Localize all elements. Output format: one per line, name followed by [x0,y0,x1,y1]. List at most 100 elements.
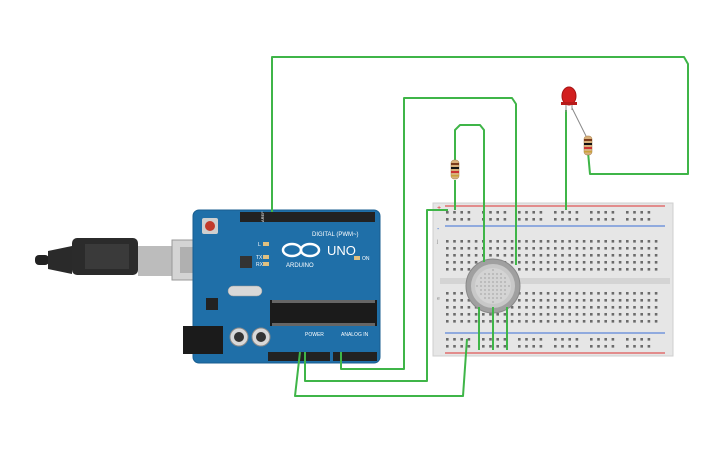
breadboard-hole[interactable] [618,313,622,316]
breadboard-hole[interactable] [647,292,651,295]
breadboard-hole[interactable] [626,254,629,257]
breadboard-hole[interactable] [582,320,586,323]
breadboard-hole[interactable] [496,240,499,243]
breadboard-hole[interactable] [525,320,528,323]
breadboard-hole[interactable] [453,306,456,309]
breadboard-hole[interactable] [568,299,571,302]
breadboard-hole[interactable] [446,320,449,323]
breadboard-hole[interactable] [496,338,499,341]
breadboard-hole[interactable] [582,261,586,264]
breadboard-hole[interactable] [597,338,600,341]
wires[interactable] [271,56,689,397]
breadboard-hole[interactable] [590,345,593,348]
breadboard-hole[interactable] [489,345,492,348]
breadboard-hole[interactable] [460,292,463,295]
breadboard-hole[interactable] [532,292,535,295]
breadboard-hole[interactable] [654,240,658,243]
breadboard-hole[interactable] [518,247,521,250]
breadboard-hole[interactable] [604,240,607,243]
breadboard-hole[interactable] [446,313,449,316]
breadboard-hole[interactable] [446,218,449,221]
breadboard-hole[interactable] [539,268,543,271]
breadboard-hole[interactable] [518,211,521,214]
breadboard-hole[interactable] [568,240,571,243]
breadboard-hole[interactable] [647,320,651,323]
breadboard-hole[interactable] [647,345,651,348]
breadboard-hole[interactable] [460,261,463,264]
breadboard-hole[interactable] [518,299,521,302]
breadboard-hole[interactable] [633,345,636,348]
breadboard-hole[interactable] [525,345,528,348]
breadboard-hole[interactable] [568,306,571,309]
breadboard-hole[interactable] [647,313,651,316]
breadboard-hole[interactable] [503,240,507,243]
breadboard-hole[interactable] [446,254,449,257]
breadboard-hole[interactable] [525,247,528,250]
breadboard-hole[interactable] [539,240,543,243]
breadboard-hole[interactable] [590,338,593,341]
breadboard-hole[interactable] [597,299,600,302]
breadboard-hole[interactable] [597,218,600,221]
breadboard-hole[interactable] [626,338,629,341]
breadboard-hole[interactable] [503,211,507,214]
breadboard-hole[interactable] [626,218,629,221]
breadboard-hole[interactable] [554,306,557,309]
breadboard-hole[interactable] [460,211,463,214]
breadboard-hole[interactable] [467,320,471,323]
breadboard-hole[interactable] [604,292,607,295]
breadboard-hole[interactable] [604,254,607,257]
breadboard-hole[interactable] [489,313,492,316]
breadboard-hole[interactable] [611,261,615,264]
breadboard-hole[interactable] [525,211,528,214]
breadboard-hole[interactable] [546,320,550,323]
breadboard-hole[interactable] [597,345,600,348]
breadboard-hole[interactable] [640,240,643,243]
breadboard-hole[interactable] [561,261,564,264]
breadboard-hole[interactable] [561,211,564,214]
breadboard-hole[interactable] [510,247,514,250]
breadboard-hole[interactable] [446,292,449,295]
breadboard-hole[interactable] [611,247,615,250]
breadboard-hole[interactable] [453,247,456,250]
breadboard-hole[interactable] [626,211,629,214]
breadboard-hole[interactable] [590,240,593,243]
breadboard-hole[interactable] [532,313,535,316]
breadboard-hole[interactable] [633,313,636,316]
breadboard-hole[interactable] [575,211,579,214]
breadboard-hole[interactable] [518,345,521,348]
breadboard-hole[interactable] [539,338,543,341]
breadboard-hole[interactable] [626,345,629,348]
breadboard-hole[interactable] [568,320,571,323]
breadboard-hole[interactable] [518,306,521,309]
breadboard-hole[interactable] [510,320,514,323]
breadboard-hole[interactable] [554,268,557,271]
breadboard-hole[interactable] [568,247,571,250]
breadboard-hole[interactable] [467,299,471,302]
breadboard-hole[interactable] [489,247,492,250]
breadboard-hole[interactable] [604,299,607,302]
breadboard-hole[interactable] [446,240,449,243]
breadboard-hole[interactable] [446,268,449,271]
breadboard-hole[interactable] [590,261,593,264]
breadboard-hole[interactable] [532,261,535,264]
breadboard-hole[interactable] [568,211,571,214]
breadboard-hole[interactable] [496,211,499,214]
breadboard-hole[interactable] [618,292,622,295]
breadboard-hole[interactable] [496,313,499,316]
breadboard-hole[interactable] [554,313,557,316]
breadboard-hole[interactable] [489,338,492,341]
breadboard-hole[interactable] [597,254,600,257]
breadboard-hole[interactable] [518,261,521,264]
breadboard-hole[interactable] [582,306,586,309]
breadboard-hole[interactable] [604,211,607,214]
breadboard-hole[interactable] [503,345,507,348]
breadboard-hole[interactable] [532,254,535,257]
breadboard-hole[interactable] [590,292,593,295]
breadboard-hole[interactable] [597,240,600,243]
breadboard-hole[interactable] [503,247,507,250]
breadboard-hole[interactable] [467,345,471,348]
breadboard-hole[interactable] [647,261,651,264]
breadboard-hole[interactable] [525,338,528,341]
breadboard-hole[interactable] [654,261,658,264]
breadboard-hole[interactable] [640,211,643,214]
